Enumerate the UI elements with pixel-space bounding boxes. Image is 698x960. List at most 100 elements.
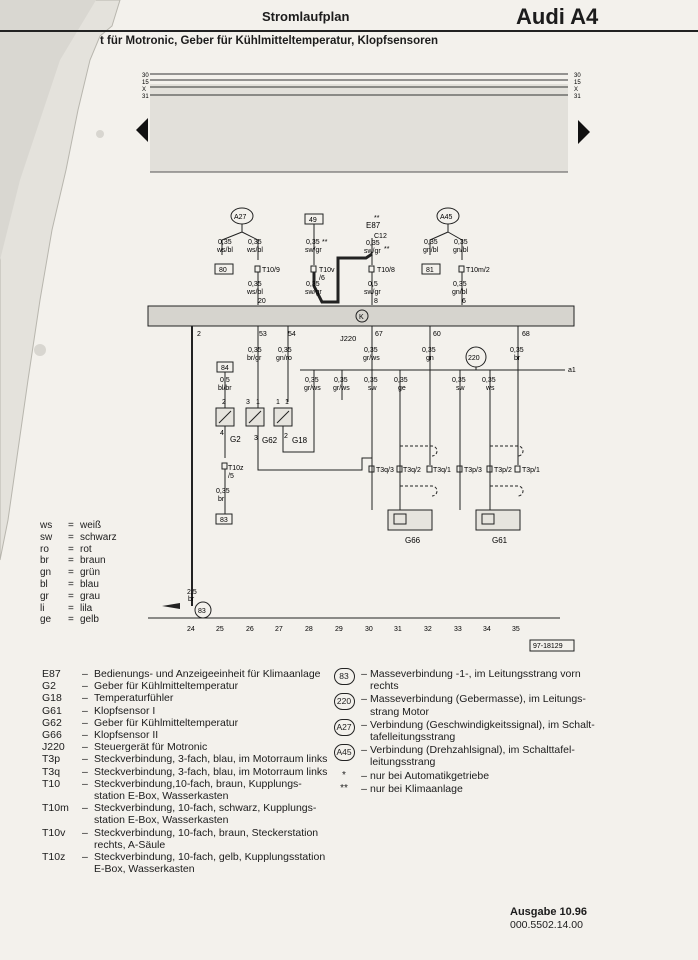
controller-symbol: [355, 309, 369, 323]
sensor-G62-label: G62: [262, 436, 278, 445]
knock-sensor-G61: [475, 509, 521, 531]
schematic: 30 15 X 31 30 15 X 31 A27 0,35 ws/bl 0,3…: [136, 73, 590, 652]
wire-color: sw/gr: [305, 289, 322, 296]
terminal-number: 84: [221, 365, 229, 372]
wire-label: 0,35: [218, 239, 232, 246]
component-legend: E87–Bedienungs- und Anzeigeeinheit für K…: [42, 668, 332, 875]
wire-label: 0,35: [364, 347, 378, 354]
track-number: 29: [335, 626, 343, 633]
track-number: 26: [246, 626, 254, 633]
page-prev-arrow: [136, 118, 148, 142]
pin-number: 6: [462, 298, 466, 305]
wire-color: ge: [398, 385, 406, 392]
wire-color: sw: [368, 385, 378, 392]
wire-color: gn/ro: [276, 355, 292, 362]
plug-label: /6: [319, 275, 325, 282]
wire-color: gr/ws: [304, 385, 321, 392]
knock-sensor-G66-label: G66: [405, 536, 421, 545]
wire-label: 0,35: [306, 239, 320, 246]
wire-label: 2,5: [187, 589, 197, 596]
edition-label: Ausgabe 10.96: [510, 906, 588, 918]
track-number: 28: [305, 626, 313, 633]
track-number: 31: [394, 626, 402, 633]
color-code-row: gn=grün: [40, 567, 101, 579]
pin-number: 8: [374, 298, 378, 305]
wire-color: br: [514, 355, 521, 362]
wire-color: br/gr: [247, 355, 262, 362]
rail-label-left: 31: [142, 94, 149, 100]
legend-row: A27–Verbindung (Geschwindigkeitssignal),…: [330, 718, 610, 743]
wire-color: gr/ws: [363, 355, 380, 362]
legend-row: 220–Masseverbindung (Gebermasse), im Lei…: [330, 693, 610, 718]
legend-row: E87–Bedienungs- und Anzeigeeinheit für K…: [42, 668, 321, 680]
symbol-legend: 83–Masseverbindung -1-, im Leitungsstran…: [330, 668, 610, 796]
wire-label: 0,35: [424, 239, 438, 246]
plug-label: /5: [228, 473, 234, 480]
terminal-box: [215, 513, 233, 525]
diagram-type-title: Stromlaufplan: [262, 9, 350, 24]
wire-color: ws/bl: [246, 289, 263, 296]
color-code-row: br=braun: [40, 555, 106, 567]
pin-number: 53: [259, 331, 267, 338]
ground-symbol: 220: [333, 693, 355, 711]
plug-label: T10/9: [262, 267, 280, 274]
wire-label: 0,35: [305, 377, 319, 384]
car-model-title: Audi A4: [516, 4, 599, 29]
color-code-row: gr=grau: [40, 590, 101, 602]
legend-row: G18–Temperaturfühler: [42, 692, 174, 705]
track-number: 35: [512, 626, 520, 633]
wire-color: br: [188, 596, 195, 603]
header-rule: [0, 30, 698, 32]
color-code-row: ro=rot: [40, 543, 92, 555]
wire-label: 0,35: [452, 377, 466, 384]
sensor-section: 2,5 br 83 a1 220 0,35 br/gr 0,35 gn/ro 0…: [148, 326, 576, 652]
color-code-row: ws=weiß: [40, 520, 102, 531]
wire-label: 0,35: [394, 377, 408, 384]
track-number: 24: [187, 626, 195, 633]
plug-label: T3q/3: [376, 467, 394, 474]
terminal-box: [214, 263, 234, 275]
terminal-number: 83: [220, 517, 228, 524]
legend-row: T10m–Steckverbindung, 10-fach, schwarz, …: [42, 802, 317, 827]
wire-label: 0,35: [306, 281, 320, 288]
color-code-row: bl=blau: [40, 578, 99, 590]
legend-row: G61–Klopfsensor I: [42, 704, 156, 717]
sensor-G18-label: G18: [292, 436, 308, 445]
legend-row: T10z–Steckverbindung, 10-fach, gelb, Kup…: [42, 851, 326, 876]
color-code-row: li=lila: [40, 602, 93, 614]
plug-label: T10m/2: [466, 267, 490, 274]
rail-label-right: 15: [574, 80, 581, 86]
wire-color: sw/gr: [305, 247, 322, 254]
wire-color: gn/bl: [423, 247, 439, 254]
plug-label: T3p/2: [494, 467, 512, 474]
rail-label-right: 30: [574, 73, 581, 79]
ground-symbol: 83: [333, 668, 355, 685]
wire-label: 0,35: [248, 281, 262, 288]
pin-number: 68: [522, 331, 530, 338]
controller-J220: K J220 2 53 54 67 60 68: [147, 305, 575, 343]
knock-sensor-G61-label: G61: [492, 536, 508, 545]
pin-number: 1: [276, 399, 280, 406]
document-number: 000.5502.14.00: [510, 919, 583, 931]
top-connectors: A27 0,35 ws/bl 0,35 ws/bl 80 T10/9 49 0,…: [214, 207, 490, 305]
top-rails: 30 15 X 31 30 15 X 31: [136, 73, 590, 173]
wire-label: 0,35: [366, 240, 380, 247]
plug-label: T10v: [319, 267, 335, 274]
wire-label: 0,35: [453, 281, 467, 288]
wire-label: 0,5: [368, 281, 378, 288]
pin-number: 1: [256, 399, 260, 406]
track-number: 30: [365, 626, 373, 633]
legend-row: T10–Steckverbindung,10-fach, braun, Kupp…: [42, 777, 302, 803]
terminal-box: [421, 263, 441, 275]
diagram-subtitle: t für Motronic, Geber für Kühlmitteltemp…: [100, 35, 439, 47]
knock-sensor-G66: [387, 509, 433, 531]
legend-row: A45–Verbindung (Drehzahlsignal), im Scha…: [330, 744, 610, 768]
connection-A45-label: A45: [440, 214, 453, 221]
legend-row: G62–Geber für Kühlmitteltemperatur: [42, 716, 239, 729]
annotation: **: [374, 215, 380, 222]
legend-row: T10v–Steckverbindung, 10-fach, braun, St…: [42, 826, 319, 851]
track-number: 27: [275, 626, 283, 633]
plug-label: T10z: [228, 465, 244, 472]
pin-number: 3: [254, 435, 258, 442]
